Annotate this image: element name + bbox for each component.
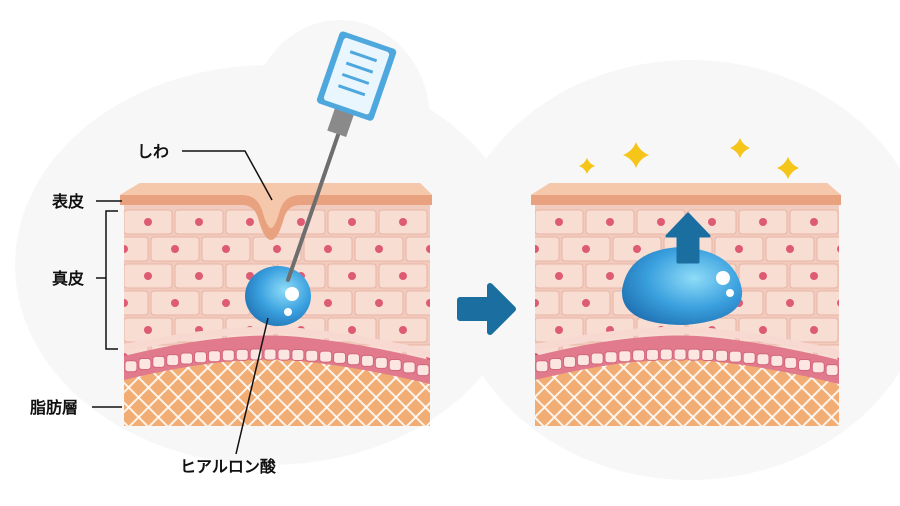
band-cells <box>535 348 839 377</box>
label-dermis: 真皮 <box>52 269 84 288</box>
sparkle-icon <box>623 142 649 168</box>
band-cells <box>124 348 430 377</box>
leader-hyaluronic-acid <box>235 317 269 455</box>
hyaluronic-acid-blob-small <box>245 266 311 326</box>
dermis-cells <box>535 209 839 370</box>
sparkle-icon <box>730 138 750 158</box>
right-arrow-icon <box>457 283 516 335</box>
skin-section-before <box>124 200 430 426</box>
cell-band <box>535 335 839 384</box>
fat-layer <box>535 350 839 426</box>
hyaluronic-acid-blob-large <box>621 247 743 325</box>
sparkle-icons <box>579 138 799 179</box>
label-wrinkle: しわ <box>137 142 169 161</box>
up-arrow-icon <box>665 212 711 264</box>
label-hyaluronic-acid: ヒアルロン酸 <box>180 457 277 476</box>
sparkle-icon <box>777 157 799 179</box>
cell-band <box>124 335 430 384</box>
syringe <box>286 31 397 282</box>
leader-wrinkle <box>182 150 273 201</box>
label-fat-layer: 脂肪層 <box>30 398 78 417</box>
needle <box>286 133 340 282</box>
fat-layer <box>124 350 430 426</box>
sparkle-icon <box>579 158 595 174</box>
label-epidermis: 表皮 <box>51 192 84 211</box>
dermis-bracket <box>105 210 118 350</box>
